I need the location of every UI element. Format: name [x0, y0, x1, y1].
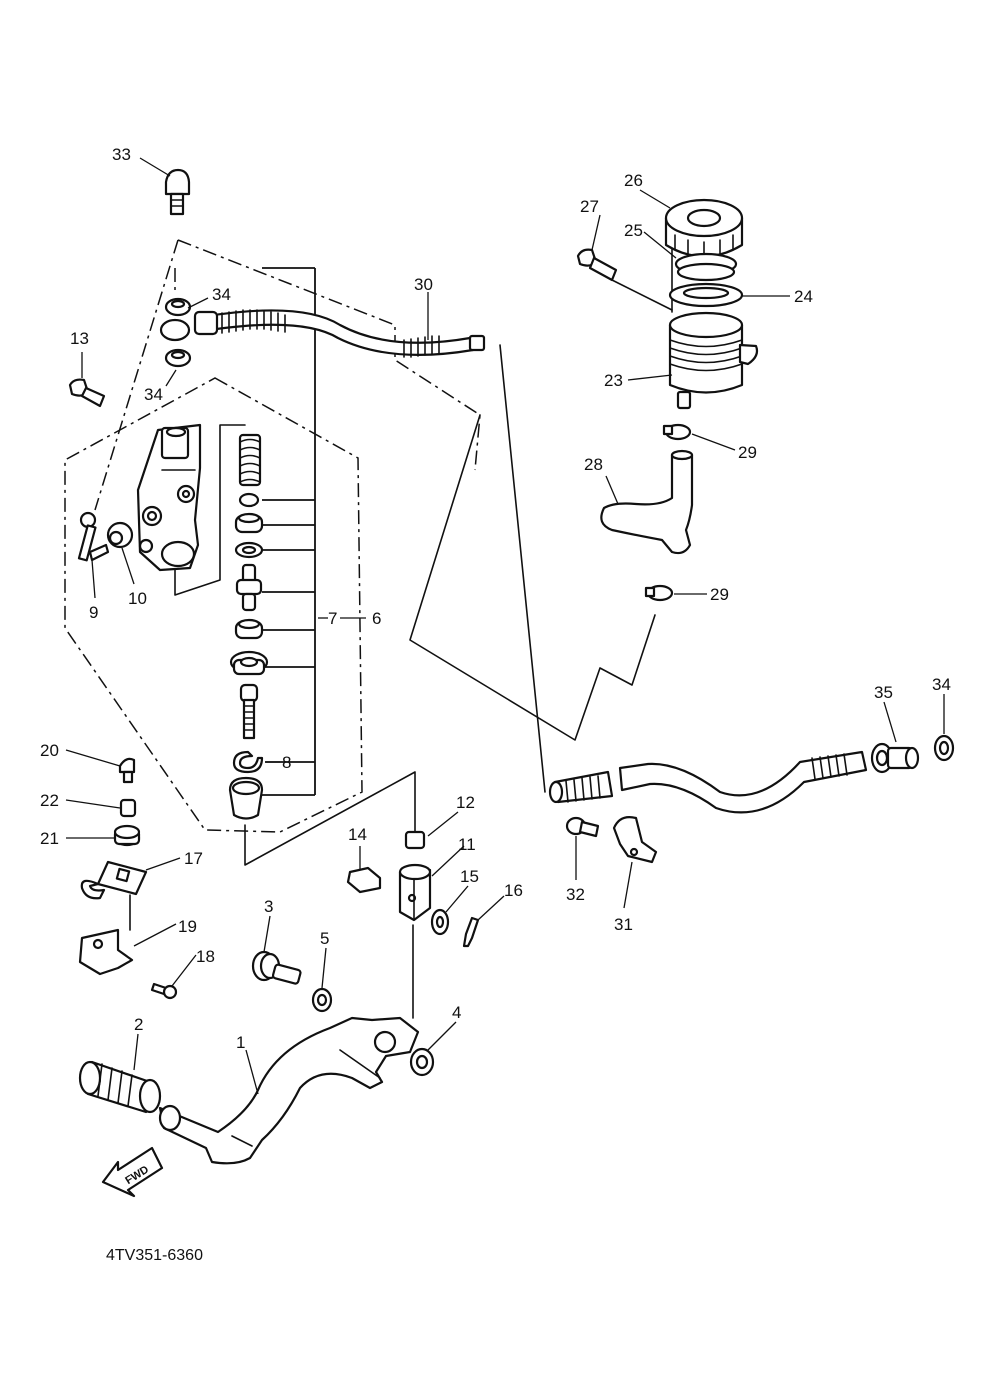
callout-17: 17 [184, 849, 203, 868]
callout-28: 28 [584, 455, 603, 474]
pivot-bolt-3 [251, 950, 302, 985]
bleed-cap-10 [106, 521, 134, 549]
master-hose-assembly [548, 750, 868, 814]
callout-26: 26 [624, 171, 643, 190]
callout-34-top: 34 [212, 285, 231, 304]
callout-25: 25 [624, 221, 643, 240]
bolt-20 [118, 757, 136, 784]
callout-7: 7 [328, 609, 337, 628]
callout-numbers: 1 2 3 4 5 6 7 8 9 10 11 12 13 14 15 16 1… [40, 145, 951, 1052]
callout-30: 30 [414, 275, 433, 294]
piston [235, 563, 263, 612]
callout-16: 16 [504, 881, 523, 900]
primary-cup [234, 512, 264, 534]
spring-seat [238, 492, 260, 508]
grommet-21 [113, 824, 141, 847]
washer-15 [430, 908, 450, 936]
bleed-screw-9 [77, 511, 110, 562]
bolt-to-tank-line [611, 279, 673, 311]
hose-clamp-31 [612, 816, 658, 864]
brake-pedal-1 [158, 1016, 420, 1165]
bolt-13 [68, 378, 106, 408]
callout-12: 12 [456, 793, 475, 812]
footrest-rubber-2 [78, 1060, 162, 1114]
callout-23: 23 [604, 371, 623, 390]
washer-5 [311, 987, 333, 1013]
callout-33: 33 [112, 145, 131, 164]
dash-to-washer [94, 239, 179, 511]
collar-22 [119, 798, 137, 818]
spring [238, 433, 262, 487]
banjo-bolt-33 [164, 168, 191, 216]
cotter-pin-16 [462, 916, 480, 948]
callout-15: 15 [460, 867, 479, 886]
bracket-17 [80, 860, 148, 900]
callout-3: 3 [264, 897, 273, 916]
kit-bracket [262, 267, 316, 796]
kit-connector-line [174, 424, 246, 596]
callout-29-bottom: 29 [710, 585, 729, 604]
callout-4: 4 [452, 1003, 461, 1022]
callout-6: 6 [372, 609, 381, 628]
dust-boot [228, 776, 264, 820]
pushrod-connector-line [244, 771, 416, 866]
hose-to-fitting-line [499, 344, 546, 793]
callout-1: 1 [236, 1033, 245, 1052]
bracket-19 [78, 928, 134, 976]
callout-11: 11 [458, 835, 476, 854]
callout-19: 19 [178, 917, 197, 936]
reservoir-hose-28 [600, 453, 694, 555]
callout-5: 5 [320, 929, 329, 948]
callout-20: 20 [40, 741, 59, 760]
bolt-18 [150, 982, 178, 1000]
zigzag-hose-line [409, 414, 656, 741]
pin-14 [346, 866, 382, 894]
callout-29-top: 29 [738, 443, 757, 462]
callout-9: 9 [89, 603, 98, 622]
hose-dash-outline [177, 239, 481, 471]
banjo-fitting [159, 318, 191, 342]
hose-clip-29-top [662, 423, 692, 441]
callout-27: 27 [580, 197, 599, 216]
callout-22: 22 [40, 791, 59, 810]
callout-13: 13 [70, 329, 89, 348]
clevis-11 [398, 863, 432, 922]
master-cylinder-body [136, 423, 202, 572]
brake-hose-30 [193, 309, 486, 358]
callout-34-right: 34 [932, 675, 951, 694]
push-rod [239, 683, 259, 740]
callout-32: 32 [566, 885, 585, 904]
callout-34-left: 34 [144, 385, 163, 404]
callout-31: 31 [614, 915, 633, 934]
washer-34-right [933, 734, 955, 762]
reservoir-cap-26 [664, 198, 744, 259]
bolt-27 [576, 248, 618, 282]
part-code: 4TV351-6360 [106, 1247, 203, 1264]
callout-24: 24 [794, 287, 813, 306]
hose-clip-29-bottom [644, 584, 674, 602]
leader-lines [65, 157, 945, 1095]
circlip-8 [232, 750, 264, 774]
push-rod-boot [229, 650, 269, 676]
callout-14: 14 [348, 825, 367, 844]
reservoir-tank-23 [668, 311, 759, 410]
diaphragm-25 [674, 252, 738, 282]
secondary-cup [234, 618, 264, 640]
hose-fitting-35 [870, 742, 920, 774]
nut-12 [404, 830, 426, 850]
callout-2: 2 [134, 1015, 143, 1034]
callout-21: 21 [40, 829, 59, 848]
callout-35: 35 [874, 683, 893, 702]
callout-10: 10 [128, 589, 147, 608]
forward-arrow-icon: FWD [101, 1146, 164, 1198]
bolt-32 [565, 816, 600, 838]
callout-8: 8 [282, 753, 291, 772]
master-cylinder-dash-outline [64, 377, 363, 833]
washer-4 [409, 1047, 435, 1077]
callout-18: 18 [196, 947, 215, 966]
